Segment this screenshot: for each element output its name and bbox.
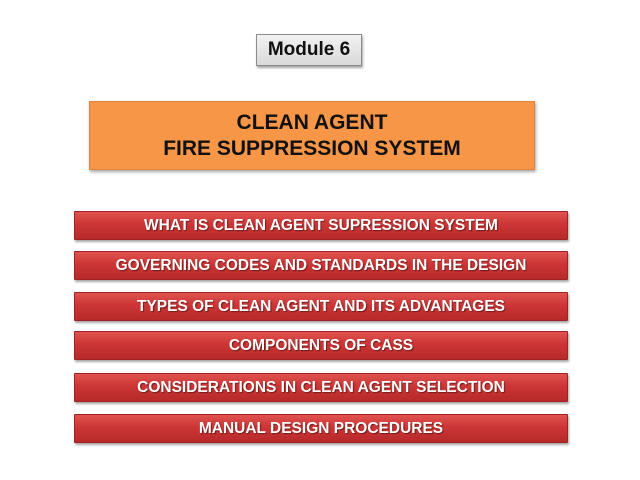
topic-label: TYPES OF CLEAN AGENT AND ITS ADVANTAGES [137,297,505,315]
module-label: Module 6 [267,39,351,60]
module-label-box: Module 6 [256,34,362,66]
topic-button-what-is-cass[interactable]: WHAT IS CLEAN AGENT SUPRESSION SYSTEM [74,211,568,240]
topic-label: MANUAL DESIGN PROCEDURES [198,419,444,437]
topic-button-components[interactable]: COMPONENTS OF CASS [74,331,568,360]
topic-label: COMPONENTS OF CASS [228,336,414,354]
topic-button-considerations[interactable]: CONSIDERATIONS IN CLEAN AGENT SELECTION [74,373,568,402]
title-line-2: FIRE SUPPRESSION SYSTEM [163,136,461,160]
topic-label: WHAT IS CLEAN AGENT SUPRESSION SYSTEM [144,216,498,234]
topic-label: CONSIDERATIONS IN CLEAN AGENT SELECTION [137,378,505,396]
topic-button-manual-design[interactable]: MANUAL DESIGN PROCEDURES [74,414,568,443]
topic-button-governing-codes[interactable]: GOVERNING CODES AND STANDARDS IN THE DES… [74,251,568,280]
topic-button-types-of-agent[interactable]: TYPES OF CLEAN AGENT AND ITS ADVANTAGES [74,292,568,321]
topic-label: GOVERNING CODES AND STANDARDS IN THE DES… [115,256,527,274]
slide-title-box: CLEAN AGENT FIRE SUPPRESSION SYSTEM [89,101,535,170]
title-line-1: CLEAN AGENT [236,110,388,134]
